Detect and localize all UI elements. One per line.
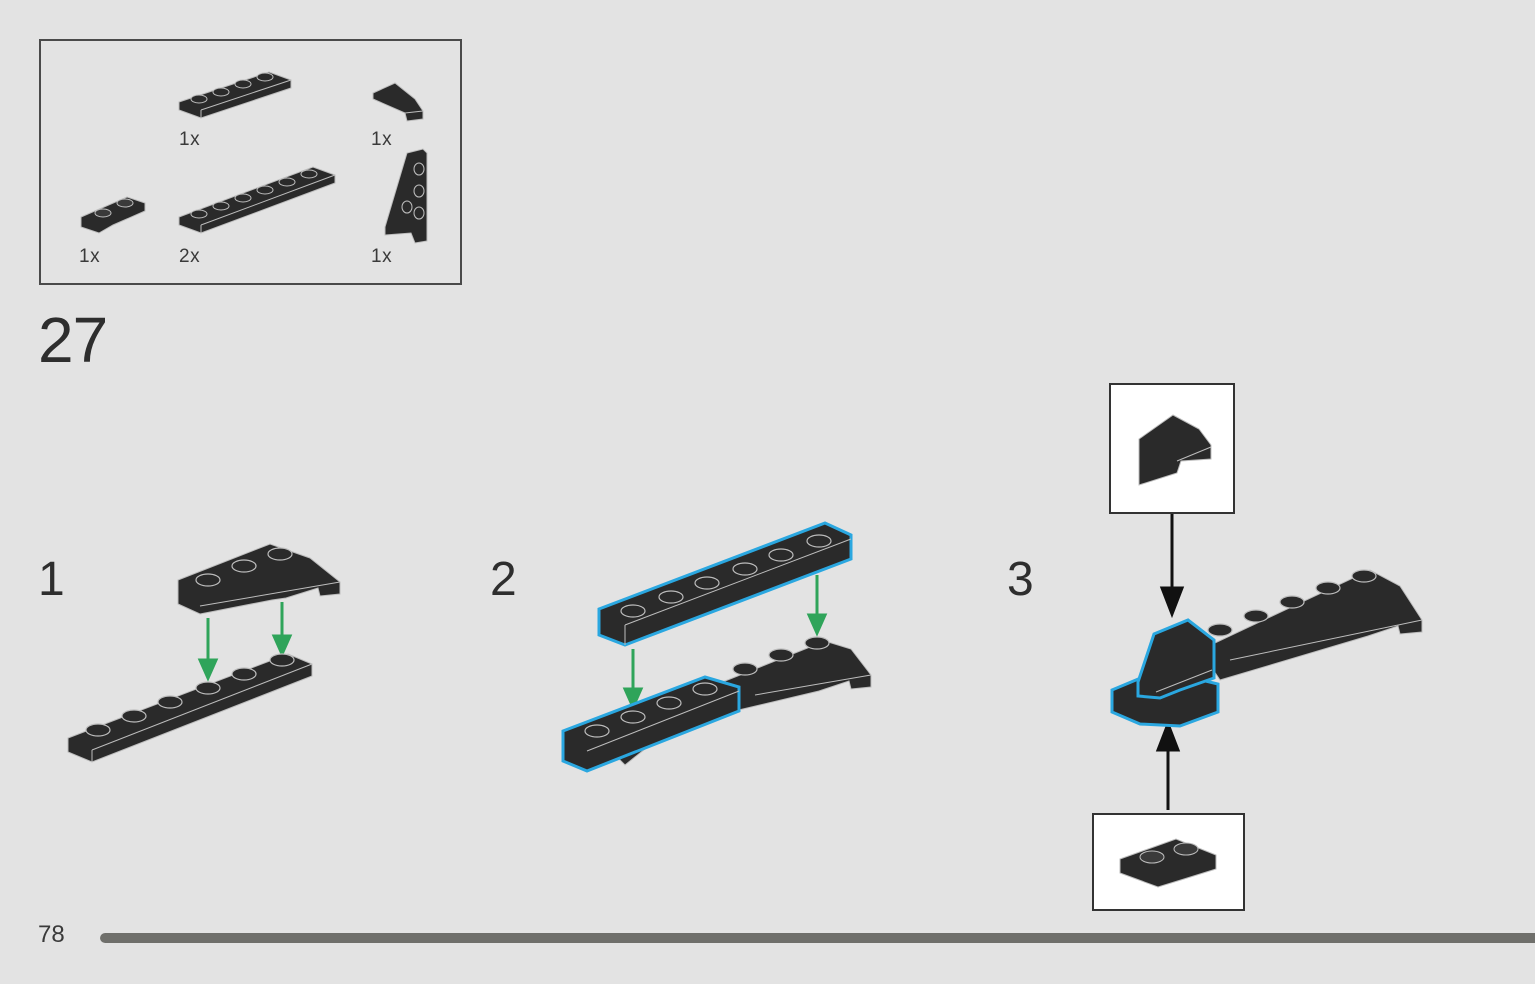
sub-step-2-illustration bbox=[561, 521, 872, 773]
wedge-plate-icon bbox=[384, 148, 428, 244]
wedge-slope-icon bbox=[372, 82, 424, 122]
sub-step-3-label: 3 bbox=[1007, 553, 1034, 606]
plate-1x6-part bbox=[178, 159, 344, 244]
callout-wedge-slope bbox=[1109, 383, 1235, 514]
wedge-plate-model bbox=[177, 543, 341, 615]
inverted-plate-1x2-part bbox=[79, 189, 149, 239]
wedge-plate-part bbox=[371, 147, 431, 247]
plate-1x6-model bbox=[67, 653, 313, 763]
final-assembly-model bbox=[1110, 569, 1423, 728]
attach-arrows bbox=[622, 575, 828, 711]
plate-1x4-icon bbox=[178, 71, 292, 119]
sub-step-3-illustration bbox=[1110, 514, 1423, 810]
wedge-plate-quantity: 1x bbox=[371, 246, 393, 267]
wedge-slope-icon bbox=[1138, 414, 1212, 486]
sub-step-2-label: 2 bbox=[490, 553, 517, 606]
step-number: 27 bbox=[38, 304, 108, 376]
attach-arrows bbox=[197, 602, 293, 682]
sub-step-1-illustration bbox=[67, 543, 341, 763]
page-number: 78 bbox=[38, 921, 65, 948]
plate-1x4-part bbox=[178, 66, 299, 126]
inverted-plate-1x2-icon bbox=[1119, 838, 1217, 888]
callout-arrows bbox=[1155, 514, 1185, 810]
plate-1x4-quantity: 1x bbox=[179, 129, 201, 150]
plate-1x6-model-highlighted bbox=[597, 521, 853, 647]
page-progress-fill bbox=[100, 933, 1535, 943]
page-progress-bar bbox=[100, 933, 1535, 943]
bottom-assembly-model bbox=[561, 636, 872, 773]
plate-1x6-quantity: 2x bbox=[179, 246, 201, 267]
sub-step-1-label: 1 bbox=[38, 553, 65, 606]
wedge-slope-part bbox=[371, 81, 431, 126]
plate-1x6-icon bbox=[178, 166, 336, 234]
parts-list-box: 1x 1x 1x 2x bbox=[39, 39, 462, 285]
callout-inverted-plate bbox=[1092, 813, 1245, 911]
inverted-plate-1x2-icon bbox=[80, 196, 146, 234]
wedge-slope-quantity: 1x bbox=[371, 129, 393, 150]
inverted-plate-1x2-quantity: 1x bbox=[79, 246, 101, 267]
